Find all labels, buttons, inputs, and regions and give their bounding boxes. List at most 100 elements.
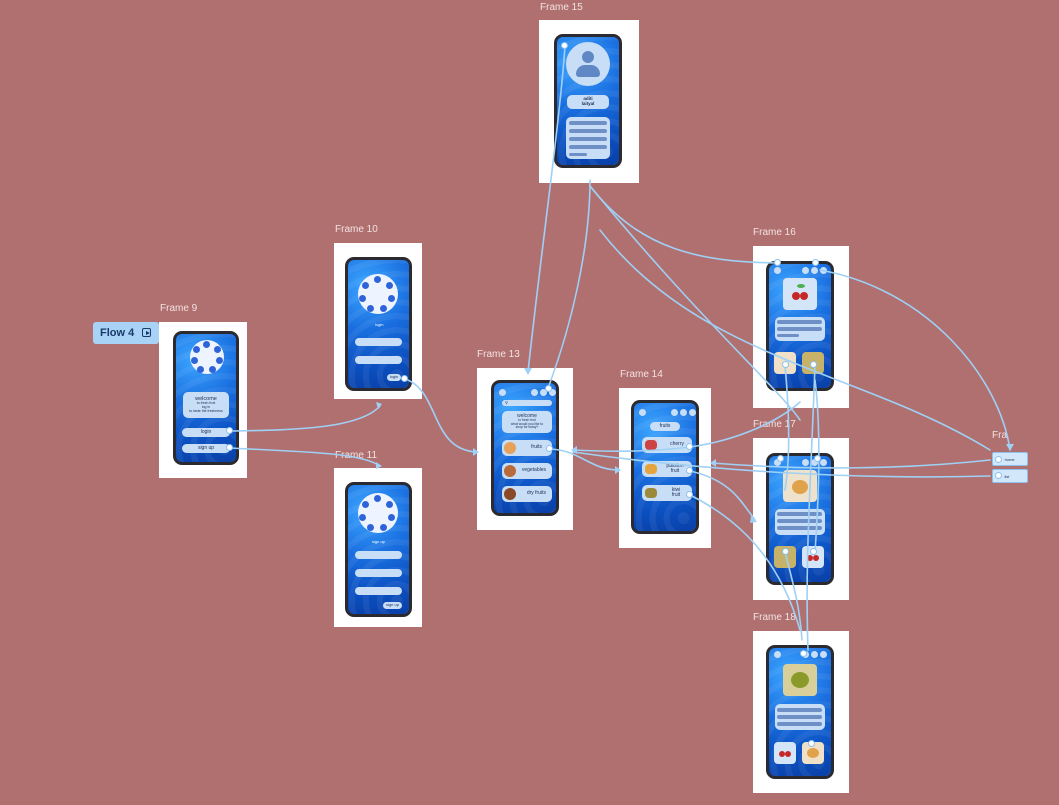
frame-13-label[interactable]: Frame 13 (477, 349, 520, 360)
frame-17[interactable] (753, 438, 849, 600)
back-icon[interactable] (774, 267, 781, 274)
frame-15-label[interactable]: Frame 15 (540, 2, 583, 13)
frame-11[interactable]: sign up sign up (334, 468, 422, 627)
user-icon (582, 51, 594, 63)
search-input[interactable]: ⚲ (502, 400, 552, 406)
frame-16-label[interactable]: Frame 16 (753, 227, 796, 238)
connection-handle[interactable] (777, 455, 784, 462)
frame-9-label[interactable]: Frame 9 (160, 303, 198, 314)
phone-mockup: ⚲ welcome to fresh fruit what would you … (491, 380, 559, 516)
login-button[interactable]: login (182, 428, 230, 437)
welcome-line-1: to fresh fruit (196, 401, 216, 406)
notification-icon[interactable] (811, 267, 818, 274)
connection-handle[interactable] (401, 375, 408, 382)
profile-last-name: laityal (581, 101, 595, 106)
phone-screen (769, 648, 831, 776)
connection-handle[interactable] (561, 42, 568, 49)
login-submit-button[interactable]: login (387, 374, 401, 381)
notification-icon[interactable] (811, 651, 818, 658)
welcome-line-3: shop for today? (515, 425, 539, 430)
vegetables-image (504, 465, 516, 477)
frame-10[interactable]: login login (334, 243, 422, 399)
connection-handle[interactable] (808, 740, 815, 747)
connection-handle[interactable] (686, 491, 693, 498)
cart-icon[interactable] (802, 267, 809, 274)
frame-9[interactable]: welcome to fresh fruit log in to taste t… (159, 322, 247, 478)
nav-home-item[interactable]: ⌂ home (992, 452, 1028, 466)
username-field[interactable] (355, 338, 402, 346)
profile-icon[interactable] (549, 389, 556, 396)
cherry-label: cherry (670, 441, 684, 448)
connection-handle[interactable] (545, 385, 552, 392)
welcome-line-2: log in (201, 405, 211, 410)
connection-handle[interactable] (995, 456, 1002, 463)
phone-mockup (766, 453, 834, 585)
profile-icon[interactable] (689, 409, 696, 416)
welcome-line-1: to fresh fruit (518, 418, 536, 423)
signup-button[interactable]: sign up (182, 444, 230, 453)
play-frame-icon[interactable] (142, 328, 151, 337)
frame-partial-label[interactable]: Fra (992, 430, 1007, 441)
phone-screen: sign up sign up (348, 485, 409, 614)
connection-handle[interactable] (810, 361, 817, 368)
connection-handle[interactable] (546, 445, 553, 452)
connection-handle[interactable] (810, 548, 817, 555)
flow-label: Flow 4 (100, 327, 135, 339)
link-frame13b-to-frame15 (547, 179, 591, 389)
flow-4-tag[interactable]: Flow 4 (93, 322, 159, 344)
connection-handle[interactable] (226, 427, 233, 434)
passion-fruit-thumb[interactable] (802, 742, 824, 764)
menu-icon[interactable] (499, 389, 506, 396)
frame-17-label[interactable]: Frame 17 (753, 419, 796, 430)
connection-handle[interactable] (782, 361, 789, 368)
fruit-wheel-logo (190, 340, 224, 374)
frame-18[interactable] (753, 631, 849, 793)
welcome-line-3: to taste the freshness (189, 408, 223, 413)
welcome-card: welcome to fresh fruit log in to taste t… (183, 392, 229, 418)
signup-submit-button[interactable]: sign up (383, 602, 402, 609)
fruits-header: fruits (650, 422, 680, 431)
cherry-thumb[interactable] (774, 742, 796, 764)
search-icon: ⚲ (505, 399, 508, 405)
connection-handle[interactable] (814, 455, 821, 462)
connection-handle[interactable] (782, 548, 789, 555)
frame-16[interactable] (753, 246, 849, 408)
connection-handle[interactable] (800, 650, 807, 657)
frame-14[interactable]: fruits cherry passion fruit kiwi fruit (619, 388, 711, 548)
cherry-product-image (783, 278, 817, 310)
profile-icon[interactable] (820, 651, 827, 658)
connection-handle[interactable] (686, 443, 693, 450)
frame-18-label[interactable]: Frame 18 (753, 612, 796, 623)
welcome-line-2: what would you like to (510, 421, 544, 426)
phone-screen: aditi laityal (557, 37, 619, 165)
frame-14-label[interactable]: Frame 14 (620, 369, 663, 380)
link-login-to-frame10 (229, 405, 381, 432)
notification-icon[interactable] (540, 389, 547, 396)
phone-mockup: sign up sign up (345, 482, 412, 617)
connection-handle[interactable] (686, 467, 693, 474)
frame-13[interactable]: ⚲ welcome to fresh fruit what would you … (477, 368, 573, 530)
password-field[interactable] (355, 356, 402, 364)
password-field[interactable] (355, 587, 402, 595)
cart-icon[interactable] (531, 389, 538, 396)
connection-handle[interactable] (226, 444, 233, 451)
connection-handle[interactable] (812, 259, 819, 266)
cart-icon[interactable] (802, 459, 809, 466)
cart-icon[interactable] (671, 409, 678, 416)
nav-list-label: list (1004, 473, 1010, 479)
cherry-image (645, 440, 657, 450)
profile-icon[interactable] (820, 267, 827, 274)
connection-handle[interactable] (995, 472, 1002, 479)
email-field[interactable] (355, 569, 402, 577)
back-icon[interactable] (639, 409, 646, 416)
connection-handle[interactable] (774, 259, 781, 266)
notification-icon[interactable] (680, 409, 687, 416)
back-icon[interactable] (774, 651, 781, 658)
frame-11-label[interactable]: Frame 11 (335, 450, 378, 461)
phone-mockup (766, 645, 834, 779)
profile-icon[interactable] (820, 459, 827, 466)
frame-10-label[interactable]: Frame 10 (335, 224, 378, 235)
frame-15[interactable]: aditi laityal (539, 20, 639, 183)
name-field[interactable] (355, 551, 402, 559)
